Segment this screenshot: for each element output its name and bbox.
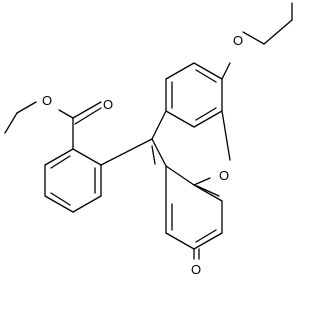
lower-quinoid-ring — [165, 165, 223, 250]
ethyl-ester-group: O O — [4, 93, 113, 150]
ring-oxygen-label: O — [219, 168, 229, 183]
central-pyran-ring: O — [151, 110, 231, 186]
ether-oxygen-label: O — [233, 33, 243, 48]
ester-alkoxy-oxygen-label: O — [42, 93, 52, 108]
ethoxy-group: O — [221, 2, 293, 80]
structure-diagram: O O O — [4, 2, 293, 277]
benzoate-phenyl-ring — [44, 148, 102, 213]
aryl-linker — [100, 138, 156, 166]
molecule-drawing: O O O — [4, 2, 293, 277]
ketone-group: O — [191, 248, 201, 277]
upper-aromatic-ring — [165, 62, 223, 128]
keto-oxygen-label: O — [191, 262, 201, 277]
ester-carbonyl-oxygen-label: O — [103, 97, 113, 112]
